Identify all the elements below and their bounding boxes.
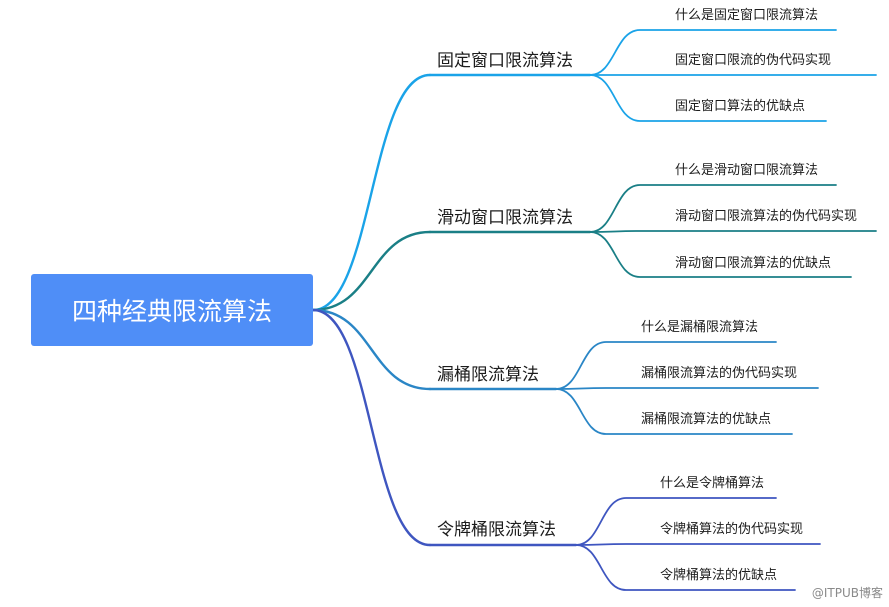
connector-root-to-branch-4 — [311, 308, 432, 547]
watermark: @ITPUB博客 — [811, 586, 883, 600]
connector-branch-3-leaf-1 — [555, 341, 777, 390]
connector-root-to-branch-2 — [311, 230, 432, 312]
connector-branch-3-leaf-2 — [555, 387, 819, 390]
connector-branch-1-leaf-1 — [589, 29, 837, 76]
leaf-token-bucket-pseudocode[interactable]: 令牌桶算法的伪代码实现 — [660, 522, 804, 537]
branch-token-bucket[interactable]: 令牌桶限流算法 — [437, 520, 556, 540]
branch-fixed-window[interactable]: 固定窗口限流算法 — [437, 51, 573, 71]
connector-branch-2-leaf-1 — [589, 184, 837, 233]
connector-branch-4-leaf-2 — [575, 543, 821, 546]
leaf-sliding-window-pseudocode[interactable]: 滑动窗口限流算法的伪代码实现 — [675, 209, 858, 224]
connector-root-to-branch-1 — [311, 73, 432, 312]
leaf-fixed-window-pseudocode[interactable]: 固定窗口限流的伪代码实现 — [675, 53, 832, 68]
connector-root-to-branch-3 — [311, 308, 432, 391]
leaf-sliding-window-pros-cons[interactable]: 滑动窗口限流算法的优缺点 — [675, 256, 832, 271]
leaf-leaky-bucket-pseudocode[interactable]: 漏桶限流算法的伪代码实现 — [641, 366, 798, 381]
leaf-sliding-window-what[interactable]: 什么是滑动窗口限流算法 — [675, 163, 819, 178]
leaf-token-bucket-pros-cons[interactable]: 令牌桶算法的优缺点 — [660, 568, 778, 583]
connector-branch-1-leaf-3 — [589, 74, 827, 122]
root-node-label: 四种经典限流算法 — [71, 297, 272, 326]
branch-leaky-bucket[interactable]: 漏桶限流算法 — [437, 365, 539, 385]
connector-branch-4-leaf-3 — [575, 544, 796, 591]
connector-branch-4-leaf-1 — [575, 497, 777, 546]
leaf-token-bucket-what[interactable]: 什么是令牌桶算法 — [660, 476, 765, 491]
leaf-fixed-window-what[interactable]: 什么是固定窗口限流算法 — [675, 8, 819, 23]
connector-branch-3-leaf-3 — [555, 388, 793, 435]
leaf-leaky-bucket-what[interactable]: 什么是漏桶限流算法 — [641, 320, 759, 335]
leaf-leaky-bucket-pros-cons[interactable]: 漏桶限流算法的优缺点 — [641, 412, 772, 427]
connector-branch-2-leaf-3 — [589, 231, 852, 278]
root-node[interactable]: 四种经典限流算法 — [31, 274, 313, 346]
leaf-fixed-window-pros-cons[interactable]: 固定窗口算法的优缺点 — [675, 99, 806, 114]
connector-branch-2-leaf-2 — [589, 230, 877, 233]
branch-sliding-window[interactable]: 滑动窗口限流算法 — [437, 208, 573, 228]
